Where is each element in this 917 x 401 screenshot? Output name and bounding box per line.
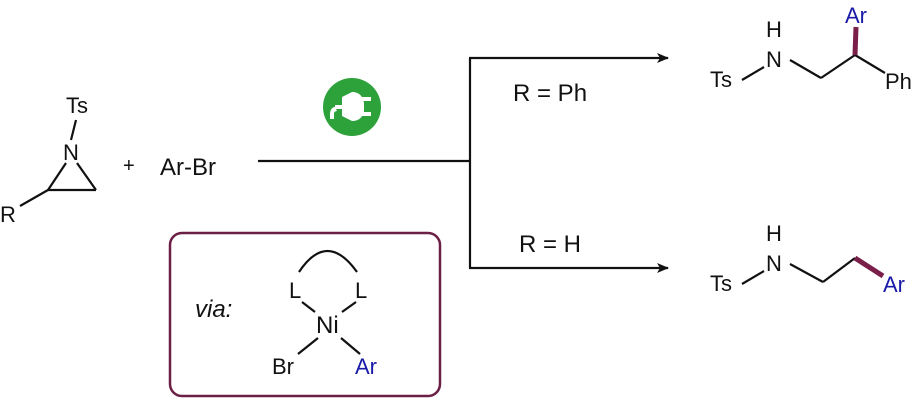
condition-lower: R = H (519, 231, 581, 258)
nickel-intermediate-box: via: L L Ni Br Ar (168, 231, 442, 398)
upper-ph-label: Ph (885, 69, 912, 94)
upper-ch-ph-bond (854, 54, 886, 74)
lower-ts-label: Ts (710, 271, 732, 296)
lower-nh-n-label: N (766, 251, 782, 276)
ni-br-bond (297, 337, 319, 355)
l-ni-bond-right (341, 301, 357, 313)
plus-sign: + (123, 155, 135, 177)
n-ts-bond (69, 119, 78, 141)
intermediate-ar-label: Ar (355, 354, 377, 379)
reaction-arrows (258, 53, 669, 273)
electric-plug-icon (311, 77, 393, 137)
upper-ch-ar-bond (852, 26, 859, 56)
lower-n-ch2-bond (789, 263, 824, 283)
lower-ch2-ch2-bond (822, 257, 856, 283)
upper-ar-label: Ar (845, 3, 867, 28)
upper-ch2-ch-bond (820, 54, 856, 79)
nickel-label: Ni (316, 312, 339, 339)
upper-nh-h-label: H (766, 17, 782, 42)
ligand-right-label: L (355, 278, 367, 303)
upper-n-ch2-bond (789, 59, 822, 79)
bidentate-ligand-arc (298, 249, 358, 273)
bromide-label: Br (272, 354, 294, 379)
aziridine-structure: Ts N R (0, 93, 97, 227)
c2-r-bond (19, 189, 49, 207)
upper-ts-label: Ts (710, 67, 732, 92)
ring-bond-n-c2 (47, 162, 67, 191)
condition-upper: R = Ph (513, 80, 587, 107)
ring-bond-n-c3 (76, 162, 97, 191)
ni-ar-bond (340, 337, 361, 355)
upper-nh-n-label: N (766, 47, 782, 72)
product-lower-structure: Ts H N Ar (710, 221, 905, 297)
l-ni-bond-left (301, 301, 316, 313)
intermediate-box-border (168, 231, 442, 398)
ligand-left-label: L (289, 278, 301, 303)
aziridine-r-label: R (0, 202, 16, 227)
lower-ch2-ar-bond (853, 255, 885, 279)
aziridine-n-label: N (63, 140, 79, 165)
aryl-bromide-label: Ar-Br (160, 154, 216, 181)
lower-nh-h-label: H (766, 221, 782, 246)
aziridine-ts-label: Ts (66, 93, 88, 118)
lower-ts-n-bond (741, 270, 765, 285)
lower-ar-label: Ar (883, 272, 905, 297)
via-label: via: (195, 296, 232, 323)
plug-glyph (330, 92, 371, 121)
product-upper-structure: Ts H N Ph Ar (710, 3, 912, 94)
upper-ts-n-bond (741, 66, 765, 81)
